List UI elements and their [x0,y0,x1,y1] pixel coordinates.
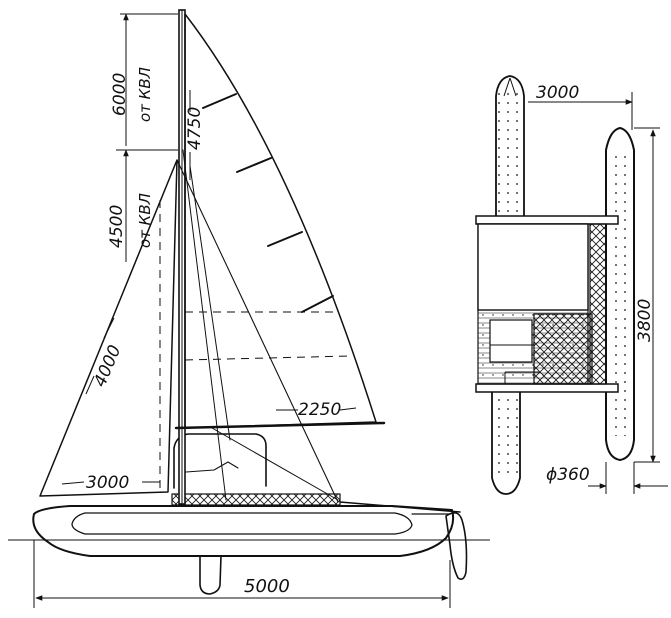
rudder [445,512,468,580]
left-hull-plan [495,75,525,221]
label-hull-diameter: ϕ360 [546,465,590,485]
aft-beam [475,383,619,393]
right-hull-plan [605,127,635,461]
trampoline-strip [589,223,607,385]
forward-beam [475,215,619,225]
left-hull-plan-lower [491,387,521,495]
label-overall-width: 3800 [635,299,655,342]
forestay [176,159,339,503]
plan-view: 3000 3800 ϕ360 [475,75,668,495]
main-sheet [211,427,339,501]
deck-line [71,512,413,535]
reef-line-lower [184,355,351,361]
label-jib-foot: 3000 [86,473,129,493]
batten-1 [202,93,237,109]
label-overall-length: 5000 [244,576,290,597]
label-jib-height: 4500 [107,205,127,248]
side-view: 6000 от КВЛ 4500 от КВЛ 4750 4000 2250 3… [8,9,490,608]
batten-3 [267,231,303,247]
label-main-luff: 4750 [185,107,205,150]
mainsail [184,13,377,429]
label-jib-height-note: от КВЛ [136,193,154,248]
label-boom: 2250 [298,400,341,420]
hull-side [32,505,455,557]
deck-panel-clear [477,223,589,311]
cockpit-frame [173,433,267,489]
batten-2 [236,157,272,173]
label-mast-height-note: от КВЛ [136,67,154,122]
shroud [182,149,227,501]
label-mast-height: 6000 [110,73,130,116]
batten-4 [301,295,334,313]
label-jib-luff: 4000 [90,342,125,390]
cockpit-plan [489,319,533,363]
stern-beam [339,501,461,513]
trampoline-side [171,493,341,506]
label-beam-length: 3000 [536,83,579,103]
daggerboard [199,555,222,595]
crew-seat [185,461,239,473]
trampoline-net [533,313,593,385]
